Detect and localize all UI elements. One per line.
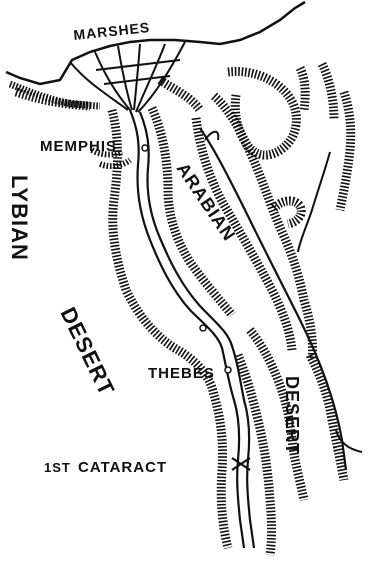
label-thebes: THEBES [148,365,215,382]
thebes-marker [224,366,232,374]
nile-bend-marker [199,324,207,332]
red-sea-coast-inner [204,130,220,141]
gulf-of-aqaba [297,151,331,253]
memphis-marker [141,144,149,152]
cliff-hatching [14,61,356,556]
coastline [5,0,306,86]
cataract-marker [231,457,251,471]
label-marshes: MARSHES [73,19,151,43]
label-lybian: LYBIAN [7,175,32,261]
label-desert-east: DESERT [282,376,302,455]
nile-delta [69,41,186,113]
label-cataract: CATARACT [78,459,167,476]
label-cataract-prefix: 1ST [44,460,71,475]
coast-hatch-west [8,80,101,110]
label-desert-west: DESERT [56,303,120,400]
delta-banks [90,147,132,170]
label-memphis: MEMPHIS [40,138,117,155]
